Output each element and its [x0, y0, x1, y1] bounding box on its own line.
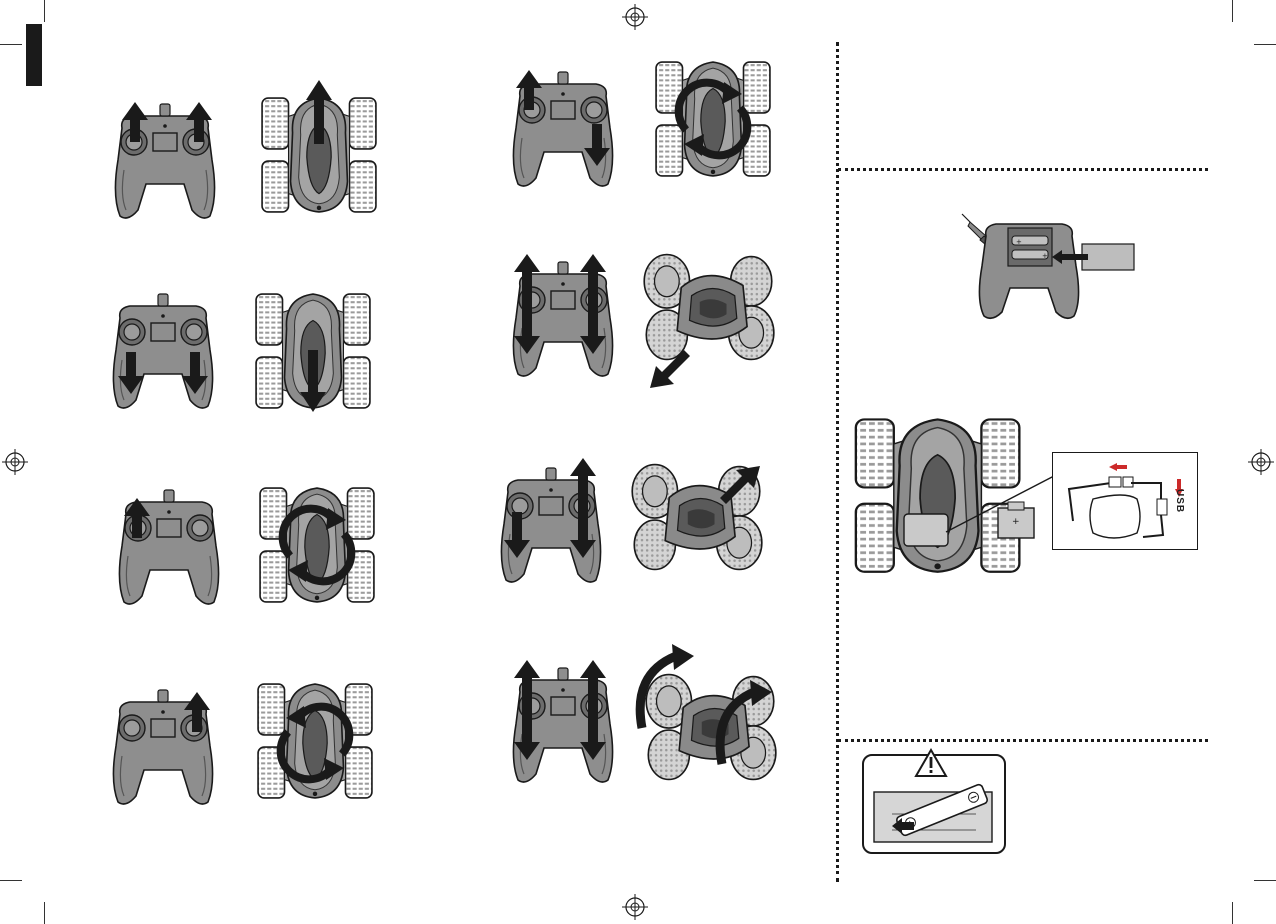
arrow-up-down-icon	[570, 458, 596, 558]
arrow-up-icon	[124, 498, 150, 538]
usb-inset: USB	[1052, 452, 1198, 550]
battery-compartment-icon: +	[872, 784, 996, 844]
rotate-cw-icon	[276, 504, 358, 586]
rotate-ccw-icon	[274, 702, 356, 784]
crop-mark	[1232, 902, 1233, 924]
arrow-up-down-icon	[514, 660, 540, 760]
arrow-up-down-icon	[514, 254, 540, 354]
arrow-left-icon	[1052, 250, 1088, 264]
rotate-cw-icon	[672, 78, 754, 160]
remote-control-icon: + +	[974, 212, 1084, 320]
arrow-up-down-icon	[580, 660, 606, 760]
crop-mark	[44, 902, 45, 924]
step-spin-left	[108, 680, 388, 810]
arrow-up-icon	[516, 70, 542, 110]
controller-battery-install: + +	[960, 212, 1140, 324]
step-diagonal-forward	[496, 456, 776, 586]
car-perspective-icon	[636, 250, 780, 364]
crop-mark	[44, 0, 45, 22]
flip-arrow-left-icon	[632, 644, 696, 730]
section-divider-top	[838, 168, 1208, 171]
arrow-up-down-icon	[580, 254, 606, 354]
car-charging: + USB	[850, 414, 1200, 584]
battery-pack-icon	[902, 510, 950, 550]
flip-arrow-right-icon	[714, 676, 776, 766]
svg-text:+: +	[1042, 252, 1048, 260]
crop-mark	[0, 44, 22, 45]
arrow-up-icon	[122, 102, 148, 142]
step-pivot	[508, 56, 788, 186]
arrow-up-icon	[306, 80, 332, 144]
battery-cover-icon	[1080, 242, 1136, 272]
step-flip	[508, 640, 788, 790]
arrow-up-icon	[186, 102, 212, 142]
section-divider-bottom	[838, 739, 1208, 742]
usb-label: USB	[1174, 489, 1185, 513]
arrow-up-icon	[184, 692, 210, 732]
crop-mark	[1232, 0, 1233, 22]
side-tab	[26, 24, 42, 86]
svg-text:+: +	[1016, 238, 1022, 246]
registration-mark-top	[622, 4, 648, 30]
crop-mark	[1254, 44, 1276, 45]
arrow-diagonal-up-right-icon	[718, 466, 760, 506]
arrow-down-icon	[182, 352, 208, 394]
registration-mark-bottom	[622, 894, 648, 920]
registration-mark-left	[2, 449, 28, 475]
step-diagonal-back	[508, 250, 788, 390]
arrow-diagonal-down-left-icon	[650, 348, 692, 388]
step-backward	[108, 290, 388, 420]
arrow-down-icon	[118, 352, 144, 394]
step-forward	[110, 80, 390, 220]
crop-mark	[1254, 880, 1276, 881]
battery-warning: +	[862, 748, 1008, 856]
arrow-down-icon	[584, 124, 610, 166]
arrow-down-icon	[504, 512, 530, 558]
crop-mark	[0, 880, 22, 881]
arrow-down-icon	[300, 350, 326, 412]
warning-icon	[914, 748, 948, 778]
step-spin-right	[114, 480, 394, 610]
registration-mark-right	[1248, 449, 1274, 475]
connector-line	[946, 474, 1056, 534]
